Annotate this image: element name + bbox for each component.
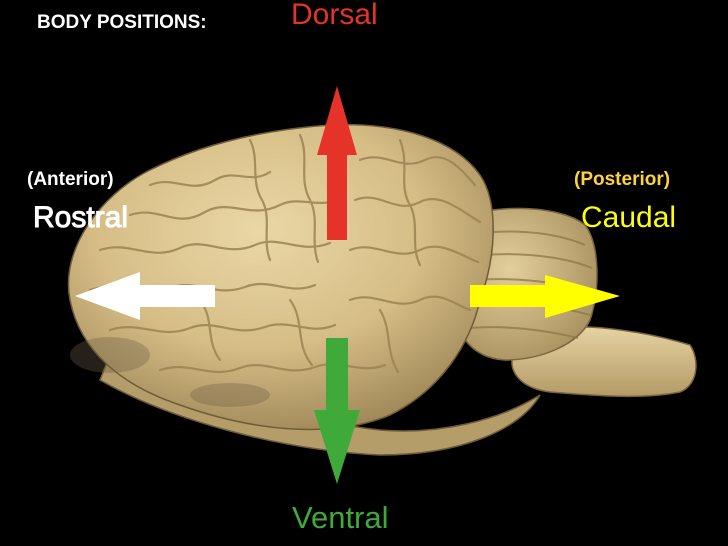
rostral-label: Rostral <box>32 201 129 235</box>
posterior-label: (Posterior) <box>574 169 671 190</box>
ventral-label: Ventral <box>292 500 389 535</box>
dorsal-label: Dorsal <box>291 0 378 31</box>
dorsal-arrow <box>317 86 357 240</box>
caudal-arrow <box>470 275 620 318</box>
anterior-label: (Anterior) <box>27 169 114 190</box>
rostral-arrow <box>75 272 215 320</box>
caudal-label: Caudal <box>581 201 677 234</box>
slide-title: BODY POSITIONS: <box>37 12 207 33</box>
ventral-arrow <box>314 338 360 484</box>
